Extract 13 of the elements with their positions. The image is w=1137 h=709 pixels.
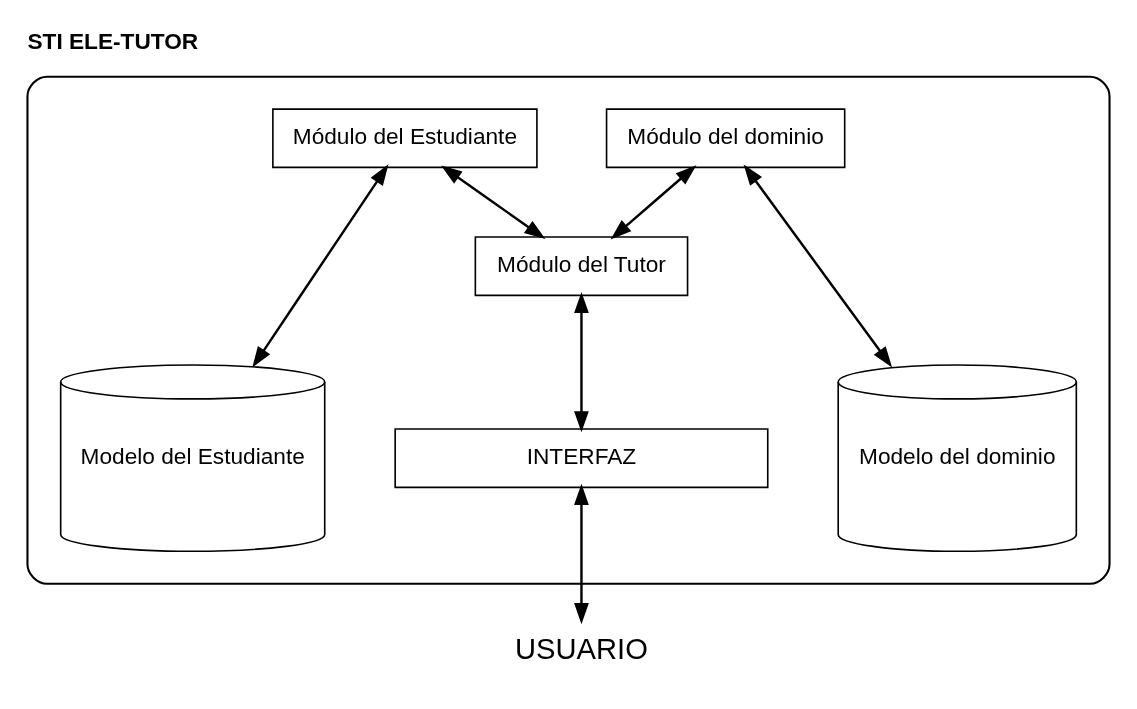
arrow [574, 292, 589, 433]
node-box: INTERFAZ [394, 428, 769, 489]
cluster [26, 75, 1111, 585]
diagram-title: STI ELE-TUTOR [27, 28, 199, 55]
arrow [574, 483, 589, 625]
node-box: Módulo del Tutor [474, 236, 689, 297]
node-text: USUARIO [515, 632, 648, 665]
node-box: Módulo del dominio [605, 108, 846, 169]
arrow [743, 164, 893, 368]
arrow [441, 165, 546, 240]
arrow [252, 164, 389, 368]
node-box: Módulo del Estudiante [272, 108, 538, 169]
arrow [610, 165, 697, 240]
